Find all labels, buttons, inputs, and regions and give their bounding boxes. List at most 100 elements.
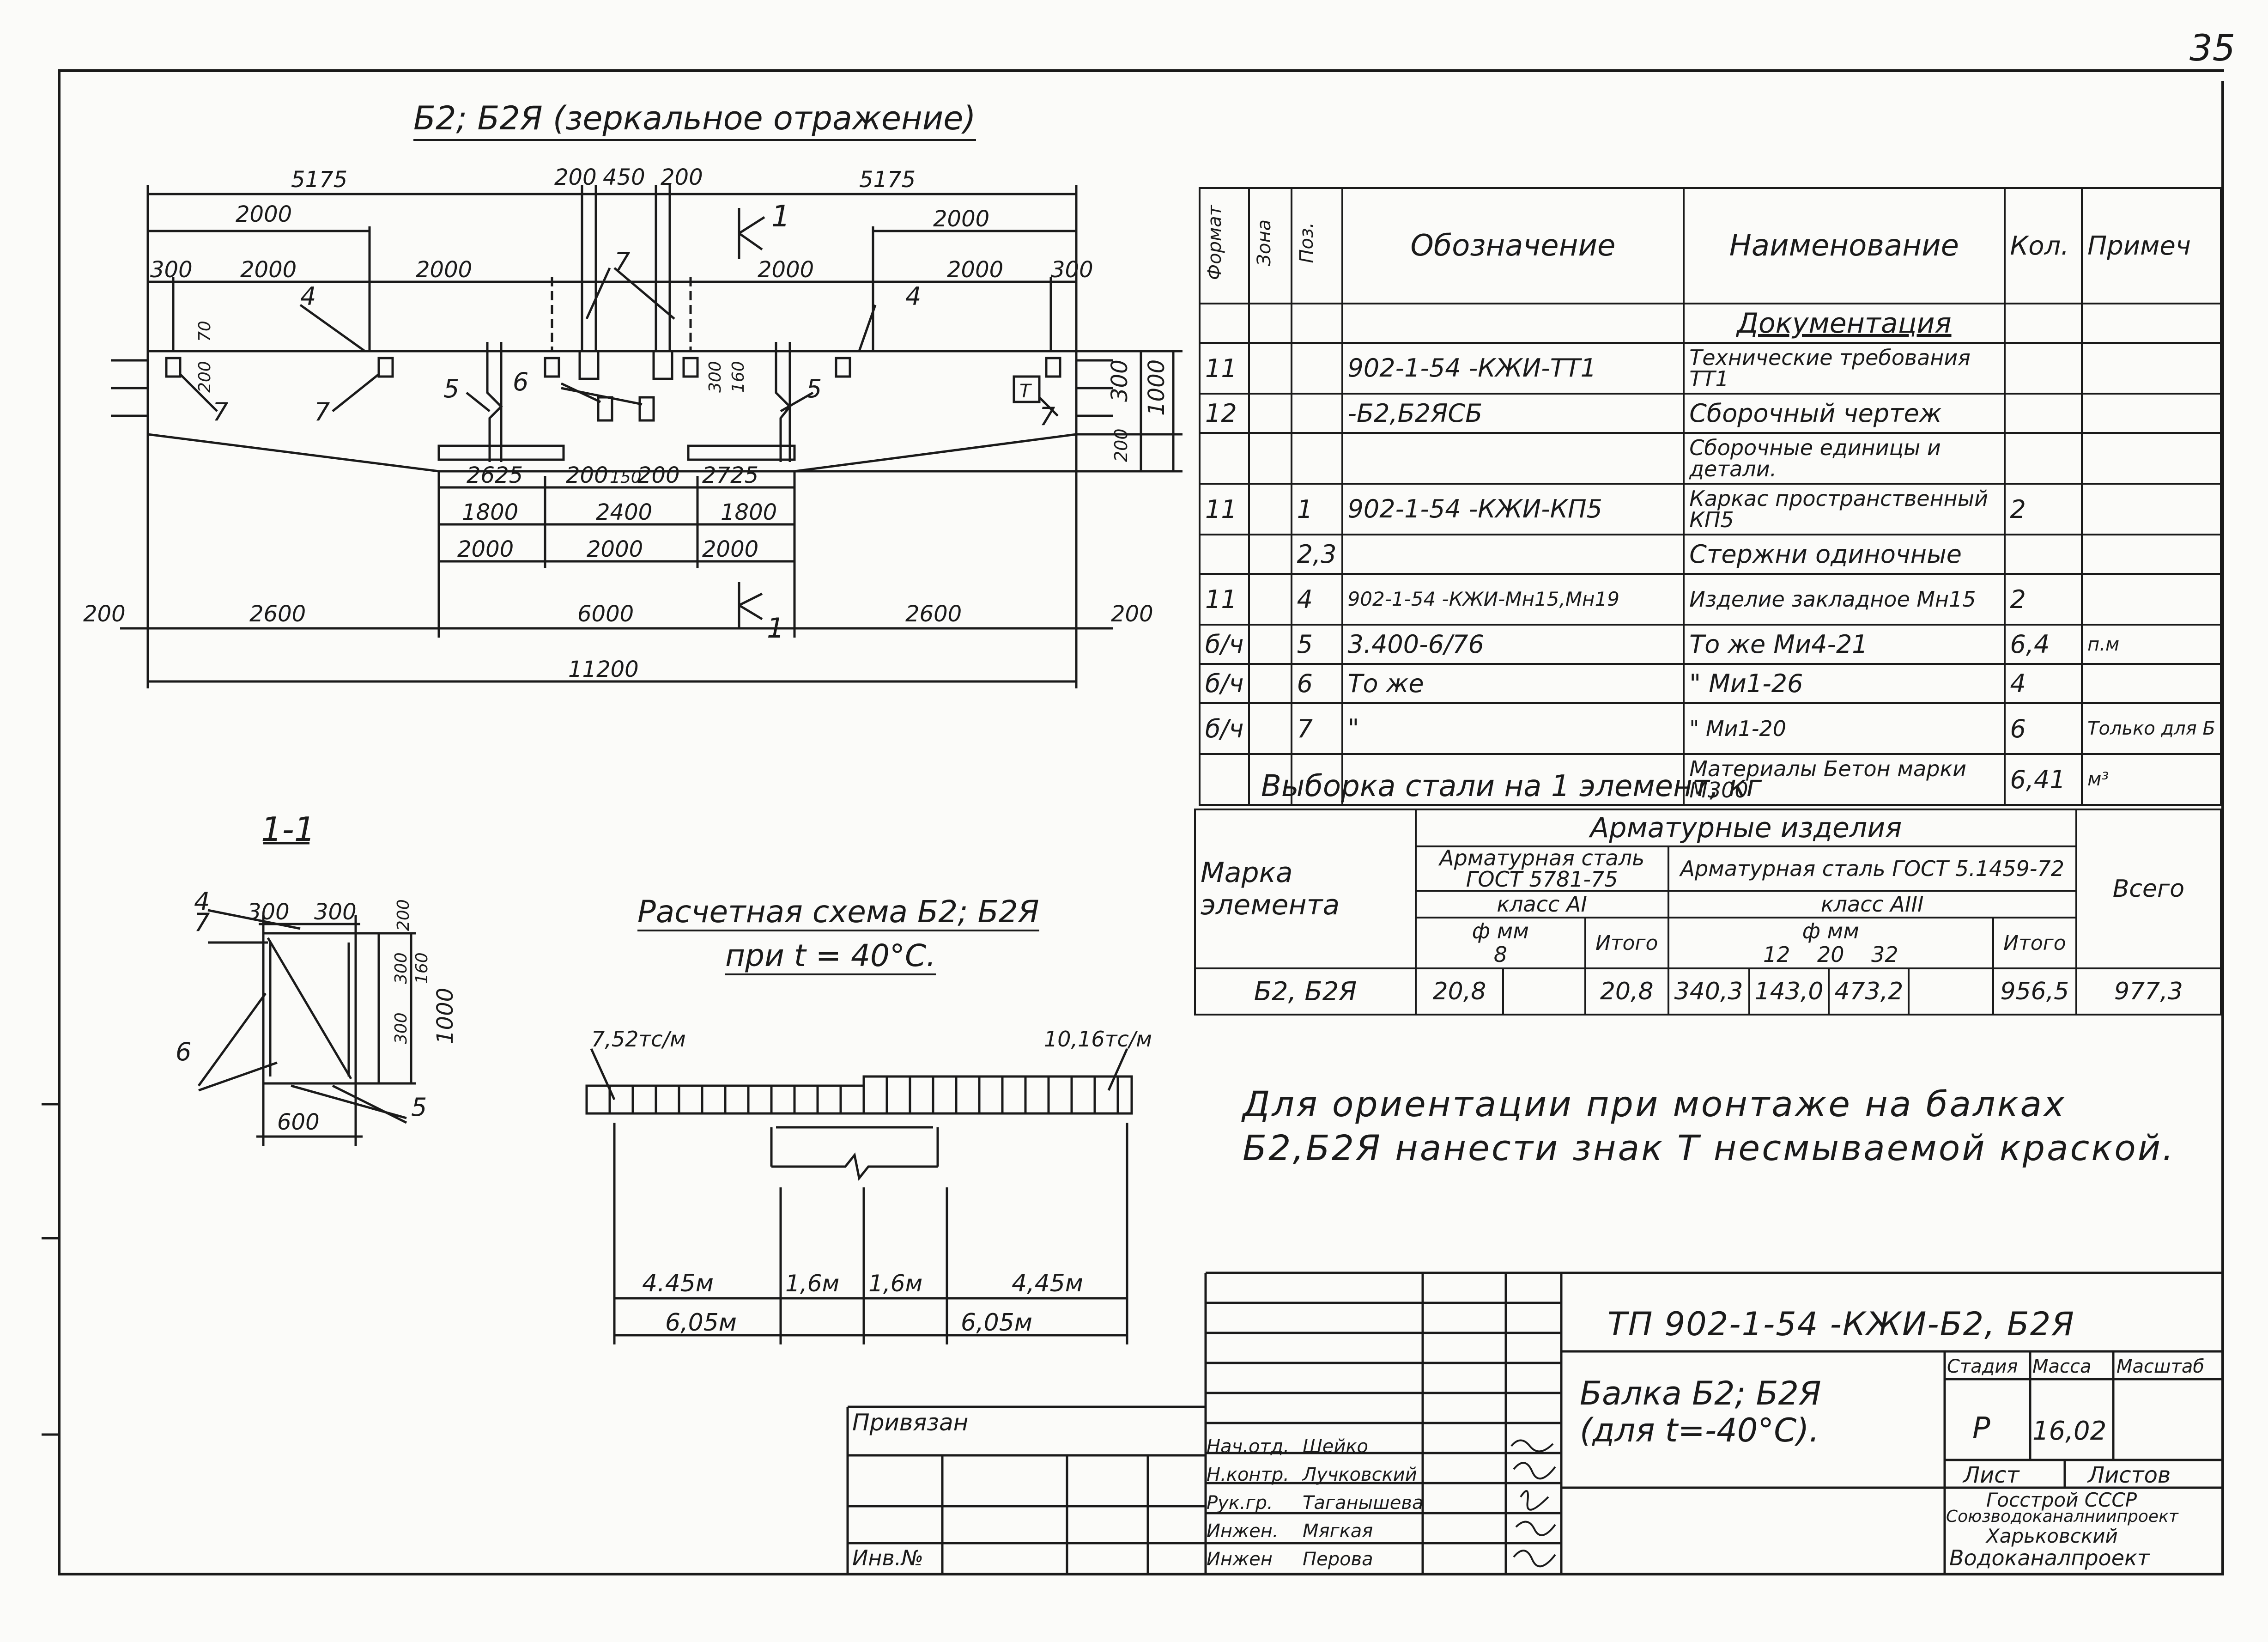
spec-header: Поз. — [1290, 187, 1343, 304]
role-label: Инжен. — [1207, 1520, 1279, 1542]
beam-dim: 5175 — [859, 167, 916, 193]
beam-dim: 200 — [195, 361, 214, 393]
calc-dim: 6,05м — [665, 1309, 737, 1337]
spec-cell-format: 11 — [1198, 573, 1250, 626]
calc-dim: 1,6м — [868, 1270, 922, 1297]
role-label: Нач.отд. — [1207, 1435, 1290, 1457]
steel-d12: 340,3 — [1667, 967, 1750, 1016]
beam-dim: 2000 — [416, 257, 472, 283]
beam-dim: 200 — [566, 462, 608, 488]
spec-cell-note — [2081, 432, 2222, 485]
beam-label: 7 — [1039, 402, 1055, 431]
section-label: 7 — [194, 908, 210, 937]
spec-cell-format: 11 — [1198, 483, 1250, 535]
beam-dim: 200 — [554, 164, 597, 190]
spec-cell-name: Стержни одиночные — [1683, 534, 2006, 575]
beam-dim: 2600 — [249, 601, 306, 627]
role-label: Н.контр. — [1207, 1464, 1289, 1485]
spec-cell-zone — [1248, 342, 1292, 395]
spec-cell-qty: 2 — [2003, 483, 2083, 535]
spec-cell-zone — [1248, 663, 1292, 704]
spec-cell-designation: 902-1-54 -КЖИ-Мн15,Мн19 — [1341, 573, 1685, 626]
beam-dim: 70 — [195, 321, 214, 342]
calc-dim: 6,05м — [961, 1309, 1032, 1337]
frame-right-line — [2221, 81, 2224, 1575]
beam-dim: 150 — [610, 468, 642, 487]
steel-d20: 143,0 — [1748, 967, 1830, 1016]
note-line1: Для ориентации при монтаже на балках — [1243, 1083, 2067, 1125]
beam-label: 7 — [614, 247, 630, 276]
section-dim: 1000 — [432, 988, 458, 1044]
spec-cell-qty: 2 — [2003, 573, 2083, 626]
section-label: 5 — [411, 1093, 427, 1122]
spec-cell-name: Технические требования ТТ1 — [1683, 342, 2006, 395]
spec-cell-zone — [1248, 573, 1292, 626]
spec-cell-designation — [1341, 432, 1685, 485]
spec-cell-name: " Ми1-26 — [1683, 663, 2006, 704]
spec-cell-note: п.м — [2081, 624, 2222, 665]
steel-h-steel2: Арматурная сталь ГОСТ 5.1459-72 — [1667, 845, 2077, 892]
spec-cell-designation: -Б2,Б2ЯСБ — [1341, 393, 1685, 434]
calc-scheme: 7,52тс/м 10,16тс/м 4.45м 1,6м 1,6м 4,45м… — [585, 1027, 1152, 1344]
beam-total: 11200 — [568, 657, 639, 682]
spec-cell-note: Только для Б — [2081, 702, 2222, 755]
spec-cell-name: Сборочный чертеж — [1683, 393, 2006, 434]
spec-cell-designation: 902-1-54 -КЖИ-КП5 — [1341, 483, 1685, 535]
calc-title-line2: при t = 40°С. — [725, 938, 936, 975]
spec-cell-name: " Ми1-20 — [1683, 702, 2006, 755]
spec-cell-designation: 902-1-54 -КЖИ-ТТ1 — [1341, 342, 1685, 395]
section-dim: 300 — [314, 899, 357, 925]
section-dim: 160 — [412, 952, 431, 984]
steel-h-class1: класс АI — [1414, 890, 1669, 918]
spec-cell-format — [1198, 753, 1250, 806]
spec-cell-note — [2081, 534, 2222, 575]
spec-cell-note — [2081, 303, 2222, 344]
role-label: Инжен — [1207, 1548, 1273, 1570]
spec-cell-note: м³ — [2081, 753, 2222, 806]
beam-dim: 300 — [150, 257, 193, 283]
spec-cell-qty: 6 — [2003, 702, 2083, 755]
beam-dim: 2000 — [758, 257, 814, 283]
spec-cell-note — [2081, 573, 2222, 626]
org-line2: Союзводоканалниипроект — [1946, 1507, 2178, 1526]
beam-label: 5 — [806, 374, 822, 403]
spec-cell-format: 12 — [1198, 393, 1250, 434]
beam-dim: 160 — [729, 361, 748, 393]
spec-cell-designation: То же — [1341, 663, 1685, 704]
spec-cell-pos: 2,3 — [1290, 534, 1343, 575]
frame-bottom-line — [58, 1573, 2224, 1575]
beam-dim: 300 — [1051, 257, 1093, 283]
spec-row: Документация — [1198, 303, 2222, 344]
steel-h-sub2: Итого — [1992, 917, 2077, 969]
steel-h-class2: класс АIII — [1667, 890, 2077, 918]
stage-header: Стадия — [1947, 1356, 2018, 1377]
org-line3: Харьковский — [1986, 1525, 2118, 1547]
spec-cell-name: Материалы Бетон марки М300 — [1683, 753, 2006, 806]
spec-cell-pos — [1290, 393, 1343, 434]
spec-cell-pos — [1290, 342, 1343, 395]
beam-dim: 2725 — [702, 462, 758, 488]
spec-cell-qty — [2003, 303, 2083, 344]
role-row: Нач.отд. Шейко — [1207, 1432, 1424, 1460]
section-view: 1-1 300 300 200 300 160 300 1000 600 4 7… — [176, 810, 458, 1146]
scale-header: Масштаб — [2116, 1356, 2205, 1377]
steel-h-arm: Арматурные изделия — [1414, 809, 2077, 847]
steel-sub2: 956,5 — [1992, 967, 2077, 1016]
sheets-header: Листов — [2088, 1462, 2171, 1488]
spec-cell-designation — [1341, 534, 1685, 575]
beam-label: 7 — [314, 397, 330, 426]
spec-cell-format: 11 — [1198, 342, 1250, 395]
spec-cell-qty — [2003, 342, 2083, 395]
beam-dim: 2000 — [933, 206, 989, 232]
steel-d32: 473,2 — [1828, 967, 1910, 1016]
beam-label: 4 — [300, 282, 316, 311]
spec-cell-zone — [1248, 393, 1292, 434]
beam-dim: 200 — [637, 462, 680, 488]
beam-dim: 2625 — [467, 462, 523, 488]
steel-h-steel1: Арматурная сталь ГОСТ 5781-75 — [1414, 845, 1669, 892]
person-name: Шейко — [1303, 1435, 1369, 1457]
